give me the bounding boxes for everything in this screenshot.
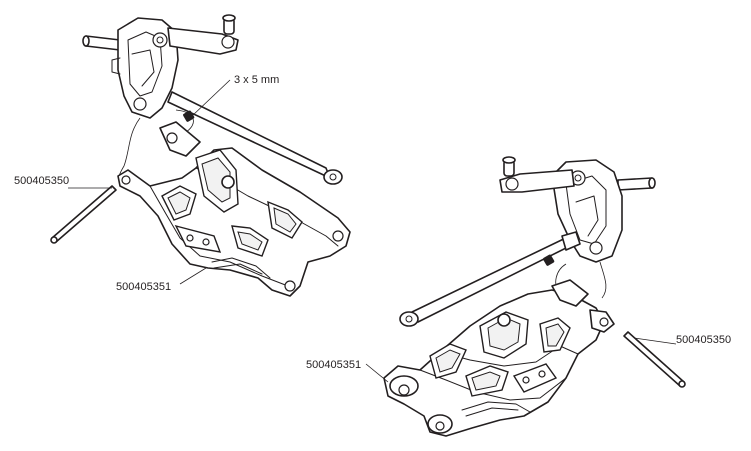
right-assembly bbox=[365, 156, 686, 437]
hinge-pin-part-number-left: 500405350 bbox=[14, 175, 70, 187]
left-hinge-pin bbox=[50, 185, 117, 244]
left-suspension-arm bbox=[117, 121, 351, 297]
right-suspension-arm bbox=[383, 279, 615, 437]
right-hinge-pin bbox=[623, 331, 686, 388]
left-drive-shaft bbox=[167, 91, 343, 185]
right-set-screw bbox=[543, 254, 555, 266]
left-steering-arm bbox=[167, 14, 239, 55]
screw-size-label: 3 x 5 mm bbox=[234, 74, 280, 86]
left-set-screw bbox=[183, 79, 231, 122]
left-assembly bbox=[50, 14, 351, 297]
right-steering-arm bbox=[499, 156, 575, 193]
hinge-pin-part-number-right: 500405350 bbox=[676, 334, 732, 346]
left-steering-knuckle bbox=[111, 17, 179, 119]
left-hub-axle bbox=[82, 35, 121, 51]
right-hub-axle bbox=[617, 177, 656, 191]
suspension-arm-part-number-left: 500405351 bbox=[116, 281, 172, 293]
suspension-arm-part-number-right: 500405351 bbox=[306, 359, 362, 371]
